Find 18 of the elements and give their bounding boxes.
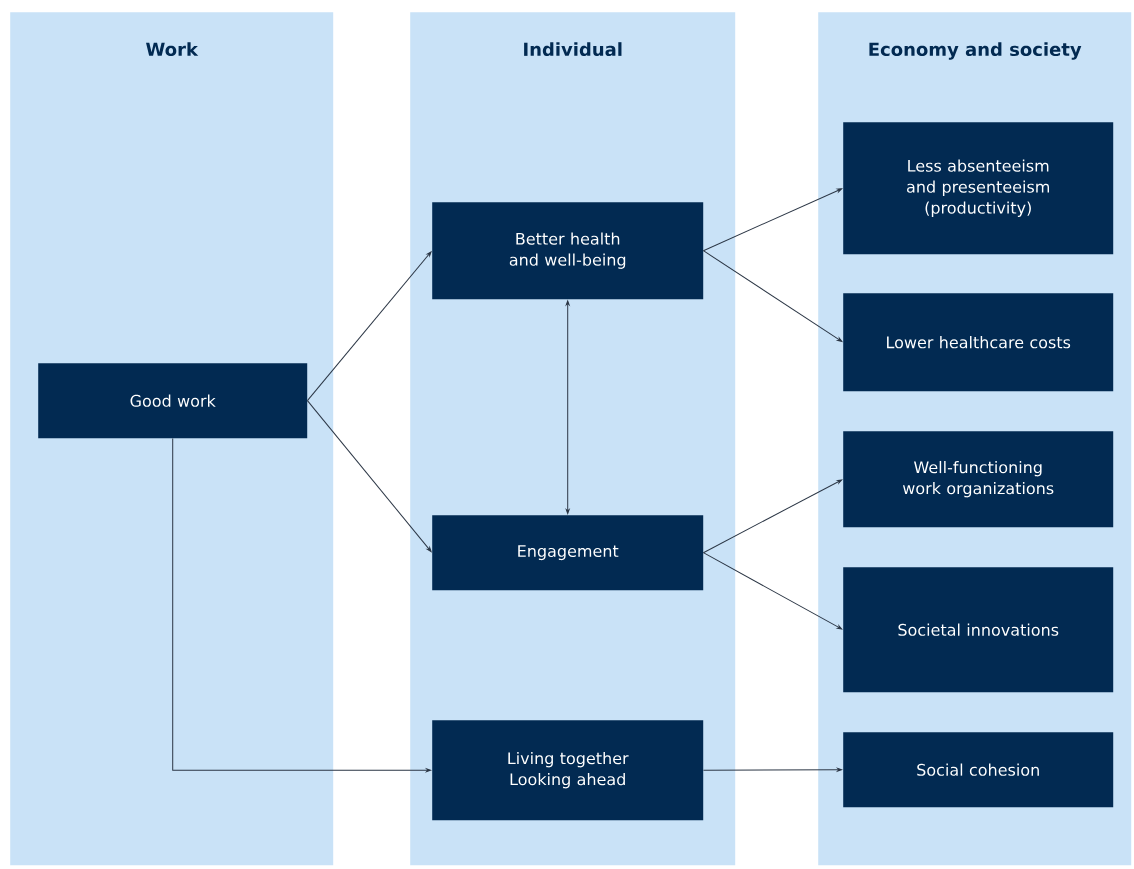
process-box: Engagement	[432, 515, 704, 591]
arrow	[702, 188, 843, 252]
arrow	[702, 479, 843, 554]
arrow	[702, 552, 843, 630]
arrow	[702, 250, 843, 342]
arrow	[306, 251, 432, 402]
process-box: Better health and well-being	[432, 202, 704, 300]
process-box: Living together Looking ahead	[432, 720, 704, 821]
process-box: Less absenteeism and presenteeism (productivity)	[843, 122, 1114, 255]
process-box: Lower healthcare costs	[843, 293, 1114, 392]
process-box: Social cohesion	[843, 732, 1114, 808]
arrow	[702, 767, 842, 772]
process-box: Societal innovations	[843, 567, 1114, 693]
arrow	[306, 400, 432, 553]
process-box: Well-functioning work organizations	[843, 431, 1114, 528]
arrow	[565, 300, 570, 514]
arrow	[172, 437, 431, 773]
process-box: Good work	[38, 363, 308, 439]
